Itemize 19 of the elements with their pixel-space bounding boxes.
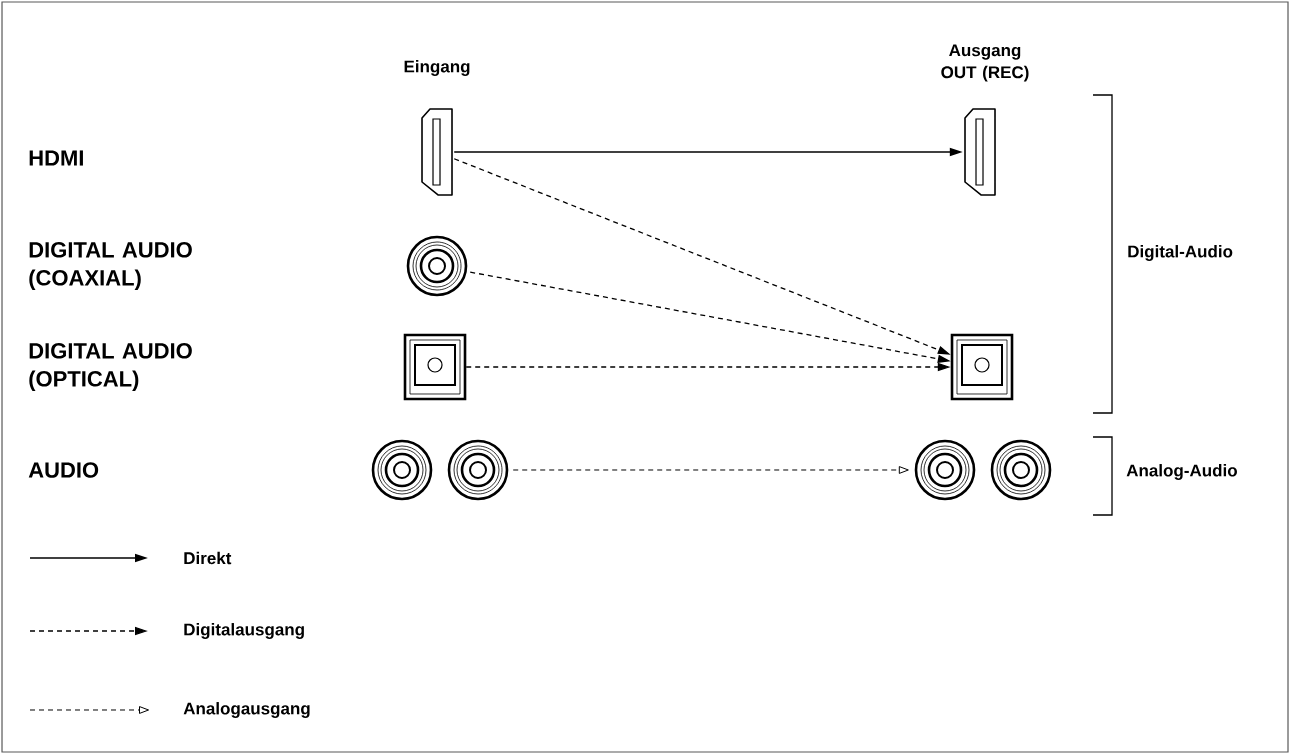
hdmi-port [964,108,996,196]
bracket-label: Analog-Audio [1126,464,1237,480]
row-label: DIGITAL AUDIO (OPTICAL) [29,343,192,391]
row-label: AUDIO [28,462,99,478]
arrow [512,466,909,474]
row-label: HDMI [29,150,83,166]
hdmi-port [421,108,453,196]
row-label: DIGITAL AUDIO (COAXIAL) [29,242,192,290]
optical-port [950,333,1014,401]
column-heading: Ausgang OUT (REC) [941,44,1029,82]
legend-label: Direkt [184,551,232,565]
bracket-label: Digital-Audio [1128,245,1233,261]
legend-label: Analogausgang [183,702,310,718]
column-heading: Eingang [404,60,470,76]
legend-label: Digitalausgang [184,623,304,639]
rca-jacks [371,439,509,501]
rca-jacks [914,439,1052,501]
coaxial-jack [406,235,468,297]
optical-port [403,333,467,401]
